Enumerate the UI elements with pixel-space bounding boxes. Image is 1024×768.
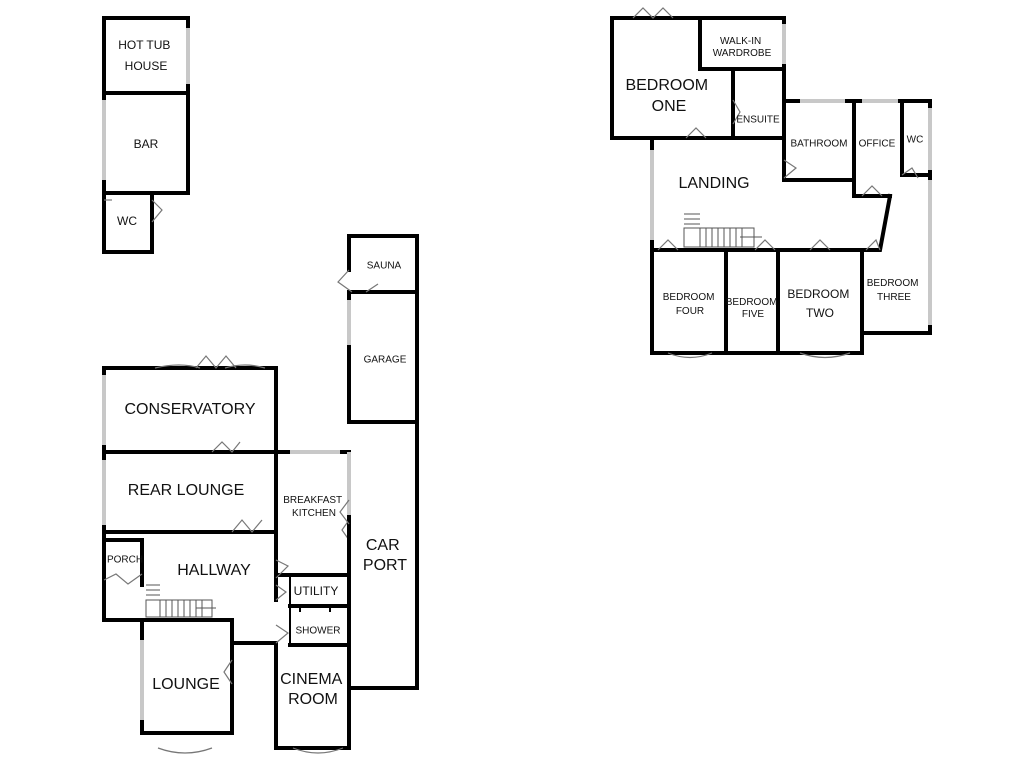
- room-label-sauna: SAUNA: [367, 261, 402, 272]
- room-label-utility: UTILITY: [294, 584, 339, 598]
- room-label-lounge: LOUNGE: [152, 676, 220, 693]
- room-label-porch: PORCH: [107, 555, 143, 566]
- room-label-conservatory: CONSERVATORY: [125, 401, 256, 418]
- room-label-ensuite: ENSUITE: [736, 115, 780, 126]
- first-floor: WALK-IN WARDROBE BEDROOM ONE ENSUITE BAT…: [610, 7, 932, 359]
- room-label-rear-lounge: REAR LOUNGE: [128, 482, 244, 499]
- room-label-hallway: HALLWAY: [177, 562, 251, 579]
- room-label-landing: LANDING: [678, 175, 749, 192]
- room-label-bedroom-four: BEDROOM FOUR: [663, 292, 717, 317]
- room-label-bedroom-five: BEDROOM FIVE: [726, 297, 780, 320]
- room-label-breakfast-kitchen: BREAKFAST KITCHEN: [283, 495, 345, 519]
- room-label-office: OFFICE: [859, 139, 896, 150]
- room-label-hot-tub-house: HOT TUB HOUSE: [118, 38, 174, 73]
- room-label-car-port: CAR PORT: [363, 537, 407, 574]
- room-label-first-floor-wc: WC: [907, 135, 924, 146]
- room-label-bedroom-three: BEDROOM THREE: [867, 278, 921, 303]
- room-label-outbuilding-wc: WC: [117, 214, 137, 228]
- ground-floor: SAUNA GARAGE CONSERVATORY REAR LOUNGE BR…: [102, 234, 419, 754]
- room-label-bedroom-one: BEDROOM ONE: [625, 77, 712, 115]
- room-label-shower: SHOWER: [296, 626, 341, 637]
- ground-floor-stairs: [145, 584, 216, 618]
- room-label-bedroom-two: BEDROOM TWO: [787, 287, 852, 320]
- first-floor-stairs: [683, 213, 762, 248]
- room-label-garage: GARAGE: [364, 355, 407, 366]
- room-label-cinema-room: CINEMA ROOM: [280, 671, 346, 708]
- room-label-bathroom: BATHROOM: [790, 139, 847, 150]
- room-label-walk-in-wardrobe: WALK-IN WARDROBE: [713, 36, 772, 59]
- room-label-bar: BAR: [134, 137, 159, 151]
- outbuilding: HOT TUB HOUSE BAR WC: [102, 16, 190, 254]
